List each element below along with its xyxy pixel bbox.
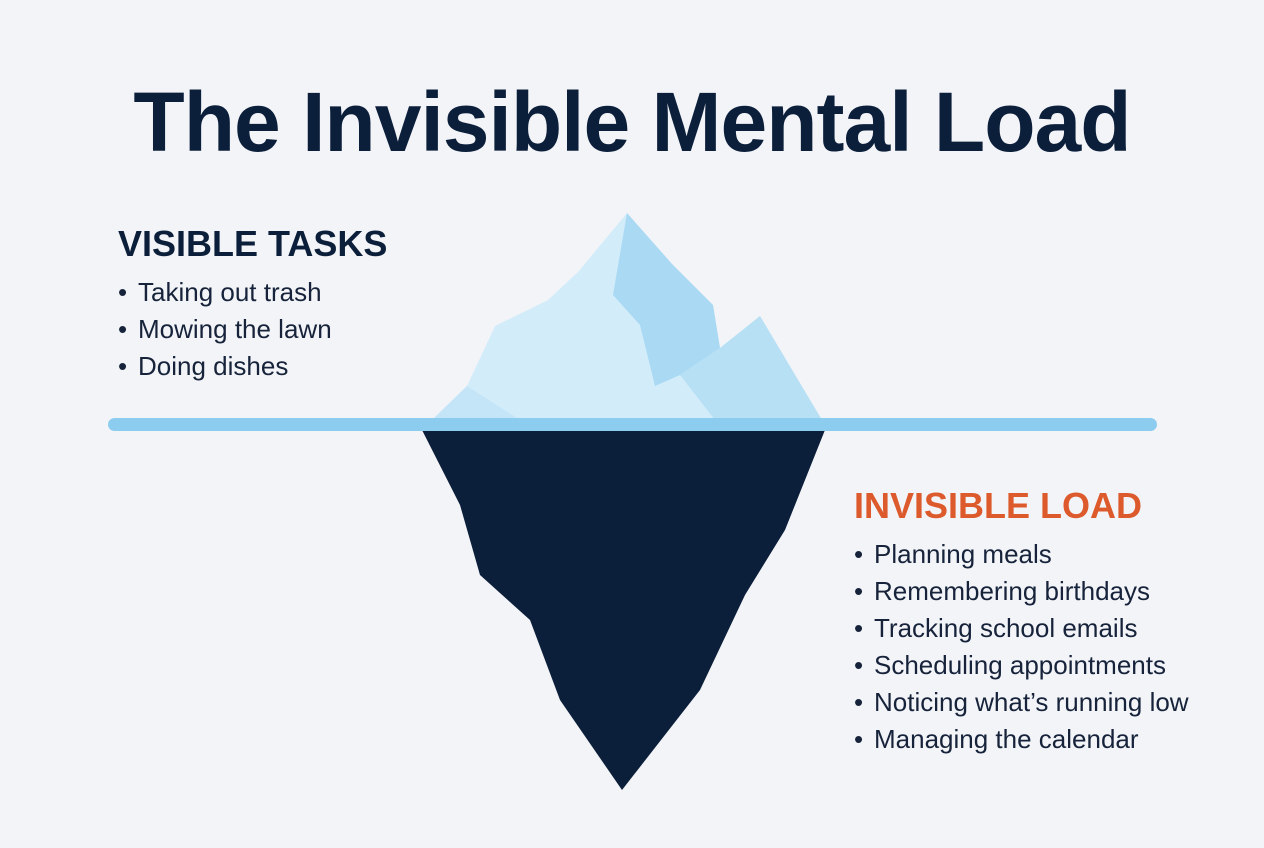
visible-tasks-list: • Taking out trash • Mowing the lawn • Doin… [118,274,387,385]
list-item: • Mowing the lawn [118,311,387,348]
bullet-icon: • [854,613,864,643]
list-item: • Noticing what’s running low [854,684,1189,721]
bullet-icon: • [854,650,864,680]
waterline [108,418,1157,431]
list-item-label: Remembering birthdays [874,576,1151,606]
list-item: • Managing the calendar [854,721,1189,758]
visible-tasks-heading: VISIBLE TASKS [118,223,388,264]
iceberg-underwater [422,430,825,790]
bullet-icon: • [854,687,864,717]
bullet-icon: • [854,576,864,606]
invisible-load-list: • Planning meals • Remembering birthdays •… [854,536,1189,758]
list-item-label: Planning meals [874,539,1052,569]
list-item-label: Noticing what’s running low [874,687,1189,717]
list-item-label: Scheduling appointments [874,650,1166,680]
list-item-label: Tracking school emails [874,613,1138,643]
bullet-icon: • [854,539,864,569]
list-item: • Planning meals [854,536,1189,573]
list-item-label: Doing dishes [138,351,289,381]
iceberg-tip-right-facet [680,316,822,420]
list-item: • Taking out trash [118,274,387,311]
list-item-label: Managing the calendar [874,724,1139,754]
bullet-icon: • [118,277,128,307]
iceberg-tip-peak-facet [613,213,720,386]
list-item: • Scheduling appointments [854,647,1189,684]
invisible-load-section: INVISIBLE LOAD • Planning meals • Remember… [854,486,1189,758]
list-item: • Remembering birthdays [854,573,1189,610]
invisible-load-heading: INVISIBLE LOAD [854,485,1143,526]
list-item-label: Mowing the lawn [138,314,332,344]
bullet-icon: • [118,314,128,344]
iceberg-tip-left-shade [432,386,520,420]
page-title: The Invisible Mental Load [133,75,1131,169]
bullet-icon: • [118,351,128,381]
bullet-icon: • [854,724,864,754]
list-item-label: Taking out trash [138,277,322,307]
visible-tasks-section: VISIBLE TASKS • Taking out trash • Mowing … [118,224,387,385]
list-item: • Tracking school emails [854,610,1189,647]
iceberg-tip [432,213,822,420]
list-item: • Doing dishes [118,348,387,385]
